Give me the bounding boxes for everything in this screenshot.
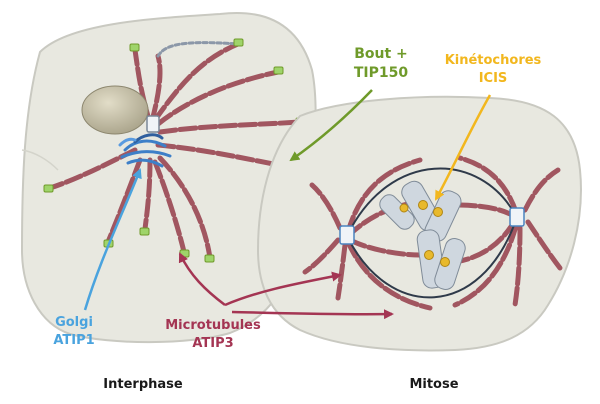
mitosis-cell xyxy=(256,95,582,352)
arrow-plus-end xyxy=(289,89,373,162)
label-plus-end-line1: Bout + xyxy=(354,46,408,62)
cell-fold xyxy=(21,149,59,171)
label-kinetochores-line2: ICIS xyxy=(479,71,508,86)
label-plus-end-line2: TIP150 xyxy=(354,65,409,81)
arrow-microtubules-interphase xyxy=(178,252,226,306)
label-golgi-line2: ATIP1 xyxy=(53,333,94,348)
labels: Bout + TIP150 Kinétochores ICIS Golgi AT… xyxy=(53,46,541,392)
label-mitosis: Mitose xyxy=(409,377,458,392)
spindle-pole-left xyxy=(339,225,355,245)
golgi-apparatus xyxy=(118,133,172,168)
arrow-microtubules-mitosis-b xyxy=(231,309,394,320)
label-kinetochores-line1: Kinétochores xyxy=(445,53,542,68)
kinetochores xyxy=(399,200,450,267)
arrow-kinetochores xyxy=(434,94,492,201)
annotation-arrows xyxy=(83,89,492,320)
interphase-cell xyxy=(20,12,317,344)
label-golgi-line1: Golgi xyxy=(55,315,93,330)
label-microtubules-line1: Microtubules xyxy=(165,318,261,333)
label-microtubules-line2: ATIP3 xyxy=(192,336,233,351)
centrosome xyxy=(146,115,160,133)
nucleus xyxy=(81,85,149,135)
spindle-pole-right xyxy=(509,207,525,227)
label-interphase: Interphase xyxy=(103,377,183,392)
arrow-microtubules-mitosis-a xyxy=(224,271,342,307)
arrow-golgi xyxy=(83,168,142,311)
